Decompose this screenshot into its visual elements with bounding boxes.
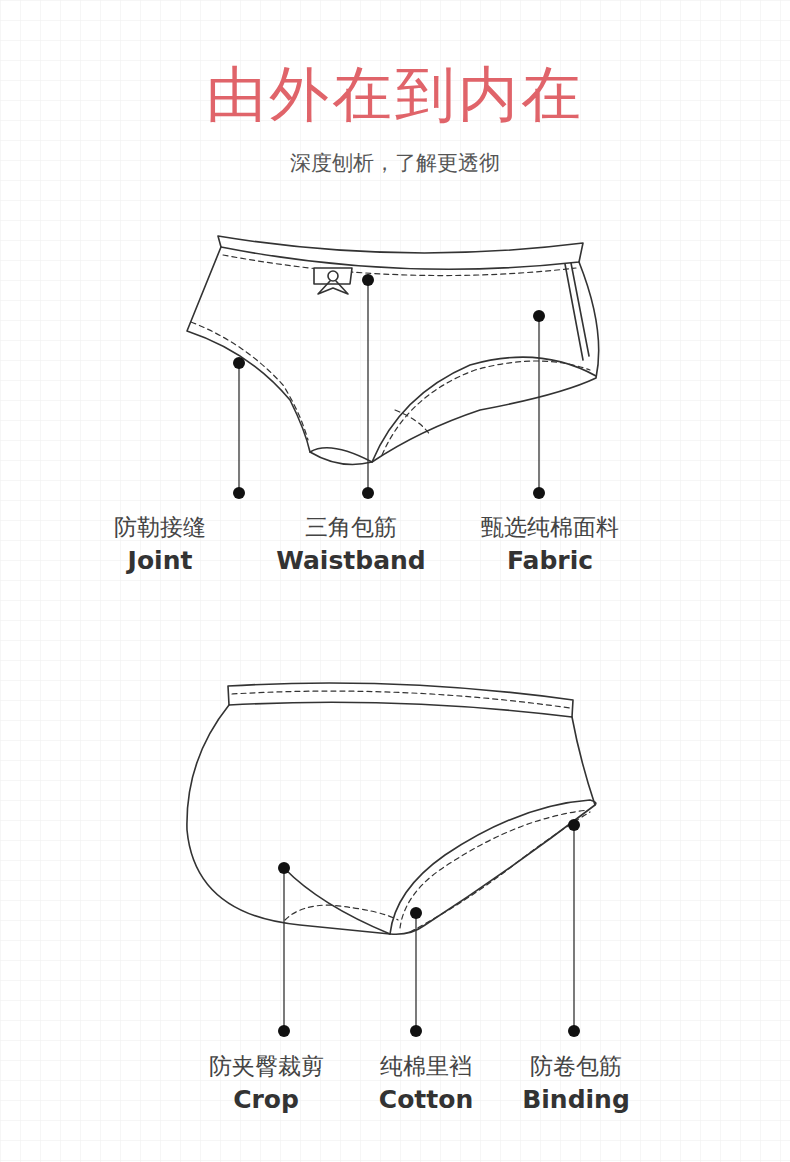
feature-label-en: Cotton — [379, 1085, 473, 1115]
subtitle: 深度刨析，了解更透彻 — [290, 151, 500, 176]
feature-label: 防勒接缝 — [114, 514, 206, 542]
feature-label-en: Binding — [522, 1085, 630, 1115]
feature-label: 三角包筋 — [305, 514, 397, 542]
feature-label-en: Waistband — [276, 546, 425, 576]
feature-label-en: Joint — [128, 546, 193, 576]
feature-label: 甄选纯棉面料 — [481, 514, 619, 542]
feature-label-en: Fabric — [507, 546, 593, 576]
feature-label: 防卷包筋 — [530, 1053, 622, 1081]
feature-label: 防夹臀裁剪 — [209, 1053, 324, 1081]
page-title: 由外在到内在 — [206, 58, 584, 130]
feature-label: 纯棉里裆 — [380, 1053, 472, 1081]
feature-label-en: Crop — [233, 1085, 299, 1115]
